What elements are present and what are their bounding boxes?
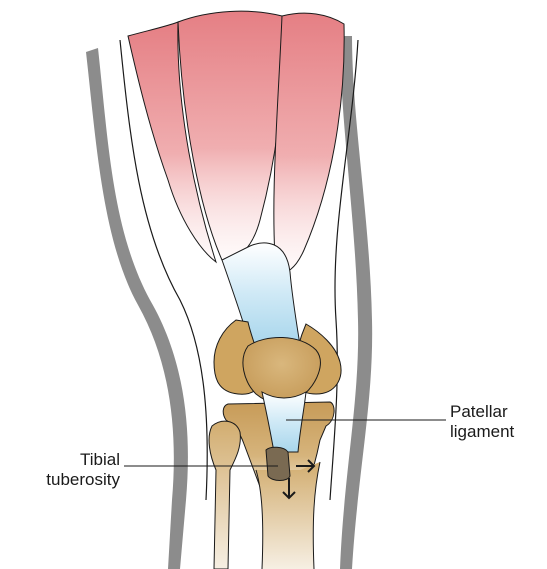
fibula — [208, 420, 241, 569]
skin-outline-right — [340, 36, 373, 569]
tibia-shaft — [256, 462, 320, 569]
label-patellar-ligament-line1: Patellar — [450, 402, 508, 421]
label-tibial-tuberosity-line2: tuberosity — [46, 470, 120, 489]
rectus-femoris-muscle — [177, 10, 284, 261]
skin-inner-line-right — [329, 39, 359, 501]
skin-outline-left — [86, 48, 188, 569]
quadriceps-tendon — [221, 242, 301, 346]
force-arrow-down-icon — [282, 478, 296, 500]
tibia-shaft-outline — [255, 461, 321, 569]
label-tibial-tuberosity-line1: Tibial — [80, 450, 120, 469]
patella — [242, 336, 321, 405]
skin-inner-line-left — [119, 39, 208, 501]
vastus-medialis-muscle — [273, 12, 345, 274]
patellar-ligament — [261, 391, 307, 453]
tibial-tuberosity — [265, 446, 291, 481]
label-patellar-ligament-line2: ligament — [450, 422, 515, 441]
force-arrow-right-icon — [296, 459, 316, 473]
label-tibial-tuberosity: Tibial tuberosity — [24, 450, 120, 490]
label-patellar-ligament: Patellar ligament — [450, 402, 514, 442]
